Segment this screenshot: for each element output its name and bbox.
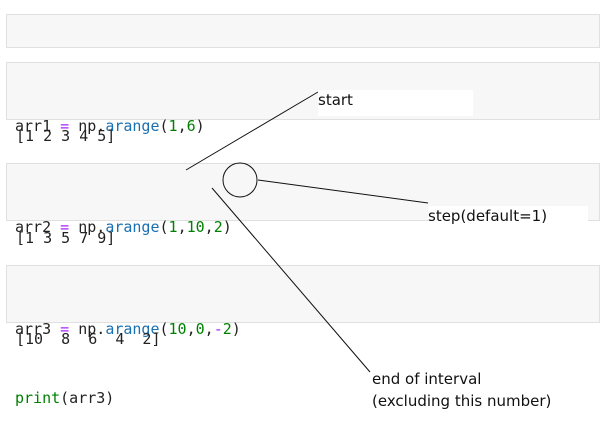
code-token: 2: [222, 320, 232, 338]
code-token: 1: [168, 117, 178, 135]
code-token: 10: [168, 320, 187, 338]
cell-output-arr2: [1 3 5 7 9]: [16, 229, 116, 247]
annotation-end-line2: (excluding this number): [372, 391, 552, 411]
code-cell-import[interactable]: import numpy as np: [6, 14, 600, 87]
code-token: arange: [105, 218, 160, 236]
code-token: =: [60, 117, 70, 135]
cell-output-arr1: [1 2 3 4 5]: [16, 127, 116, 145]
code-token: 6: [186, 117, 196, 135]
code-token: ): [231, 320, 241, 338]
code-token: arange: [105, 320, 160, 338]
code-token: 0: [195, 320, 205, 338]
annotation-end-line1: end of interval: [372, 369, 482, 389]
annotation-start: start: [318, 90, 473, 116]
code-token: ): [222, 218, 232, 236]
cell-output-arr3: [10 8 6 4 2]: [16, 330, 161, 348]
code-token: =: [60, 218, 70, 236]
code-token: ): [195, 117, 205, 135]
code-token: np.: [69, 117, 106, 135]
code-token: print: [15, 389, 61, 407]
code-token: ,: [186, 320, 196, 338]
code-cell-arr1[interactable]: arr1 = np.arange(1,6) print(arr1): [6, 62, 600, 204]
code-token: (arr3): [60, 389, 115, 407]
code-token: ,: [177, 218, 187, 236]
code-token: (: [159, 320, 169, 338]
code-token: 10: [186, 218, 205, 236]
code-line: print(arr3): [15, 387, 591, 410]
code-token: -: [213, 320, 223, 338]
annotation-step: step(default=1): [428, 206, 588, 226]
code-token: 2: [213, 218, 223, 236]
code-token: ,: [204, 218, 214, 236]
code-cell-arr3[interactable]: arr3 = np.arange(10,0,-2) print(arr3): [6, 265, 600, 407]
code-token: np.: [69, 320, 106, 338]
code-token: arr1: [15, 117, 61, 135]
code-token: arange: [105, 117, 160, 135]
code-token: =: [60, 320, 70, 338]
code-token: np.: [69, 218, 106, 236]
code-token: (: [159, 218, 169, 236]
code-token: ,: [204, 320, 214, 338]
code-token: arr3: [15, 320, 61, 338]
code-token: (: [159, 117, 169, 135]
code-token: 1: [168, 218, 178, 236]
code-token: arr2: [15, 218, 61, 236]
code-token: ,: [177, 117, 187, 135]
